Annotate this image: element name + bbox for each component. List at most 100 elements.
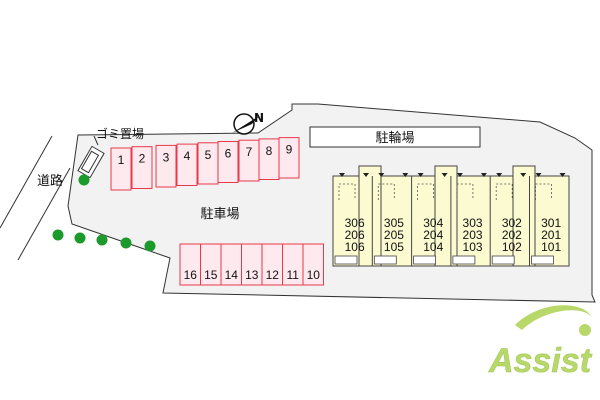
parking-space-outline xyxy=(110,147,132,191)
building-stair-core xyxy=(434,165,458,267)
room-number: 105 xyxy=(384,240,404,254)
parking-space-5: 5 xyxy=(197,142,219,185)
room-number: 205 xyxy=(384,228,404,242)
parking-space-outline xyxy=(217,141,239,183)
parking-space-number: 1 xyxy=(118,153,125,167)
bicycle-parking xyxy=(309,126,481,148)
parking-space-number: 16 xyxy=(184,268,198,282)
parking-label: 駐車場 xyxy=(200,207,239,222)
parking-space-number: 9 xyxy=(286,143,293,157)
road-edge-right xyxy=(17,167,71,261)
unit-door-swing xyxy=(377,183,395,200)
road-edge-left xyxy=(0,135,53,229)
unit-balcony xyxy=(491,255,515,265)
garbage-leader xyxy=(93,135,99,146)
parking-space-number: 10 xyxy=(307,268,321,282)
entrance-arrow-icon xyxy=(363,173,369,177)
unit-balcony xyxy=(373,255,397,265)
parking-space-3: 3 xyxy=(155,144,177,188)
tree-row xyxy=(52,174,156,252)
entrance-arrow-icon xyxy=(456,173,463,177)
parking-space-10: 10 xyxy=(302,243,324,286)
room-number: 301 xyxy=(541,216,561,230)
parking-space-number: 4 xyxy=(184,149,191,163)
tree-icon xyxy=(144,240,156,252)
parking-space-13: 13 xyxy=(241,243,263,286)
entrance-arrow-icon xyxy=(535,173,542,177)
unit-balcony xyxy=(413,255,437,265)
parking-space-7: 7 xyxy=(238,139,260,182)
parking-space-1: 1 xyxy=(110,147,132,191)
parking-space-9: 9 xyxy=(278,137,300,179)
parking-space-12: 12 xyxy=(261,243,283,286)
entrance-arrow-icon xyxy=(496,173,503,177)
unit-door-swing xyxy=(417,183,434,200)
room-number: 302 xyxy=(502,216,522,230)
unit-door-swing xyxy=(495,183,513,200)
room-number: 106 xyxy=(345,240,365,254)
tree-icon xyxy=(96,234,108,246)
room-number: 202 xyxy=(502,228,522,242)
room-number: 306 xyxy=(345,216,365,230)
bicycle-parking-label: 駐輪場 xyxy=(375,130,414,146)
entrance-arrow-icon xyxy=(339,173,345,177)
assist-logo-text: Assist xyxy=(488,342,593,380)
parking-space-number: 15 xyxy=(204,268,218,282)
tree-icon xyxy=(52,229,64,241)
parking-space-number: 3 xyxy=(163,150,170,164)
parking-space-number: 2 xyxy=(139,152,146,166)
tree-icon xyxy=(78,174,90,186)
entrance-arrow-icon xyxy=(417,173,424,177)
room-number: 203 xyxy=(463,228,483,242)
parking-space-number: 7 xyxy=(246,145,253,159)
room-number: 303 xyxy=(463,216,483,230)
garbage-area xyxy=(77,145,105,179)
parking-space-number: 8 xyxy=(266,144,273,158)
entrance-arrow-icon xyxy=(559,173,566,177)
room-number: 304 xyxy=(423,216,443,230)
room-number: 103 xyxy=(463,240,483,254)
parking-space-outline xyxy=(176,143,198,187)
room-number: 102 xyxy=(502,240,522,254)
unit-door-swing xyxy=(535,183,552,200)
unit-door-swing xyxy=(338,183,356,200)
parking-space-outline xyxy=(131,146,153,189)
tree-icon xyxy=(74,232,86,244)
compass-letter: N xyxy=(254,111,264,125)
room-number: 204 xyxy=(423,228,443,242)
parking-space-number: 6 xyxy=(225,147,232,161)
parking-space-4: 4 xyxy=(176,143,198,187)
compass-icon: N xyxy=(232,111,264,135)
parking-space-2: 2 xyxy=(131,146,153,189)
tree-icon xyxy=(120,237,132,249)
parking-space-15: 15 xyxy=(200,243,222,286)
parking-space-16: 16 xyxy=(179,243,201,286)
entrance-arrow-icon xyxy=(441,173,448,177)
unit-balcony xyxy=(452,255,476,265)
unit-balcony xyxy=(531,255,554,265)
room-number: 201 xyxy=(541,228,561,242)
parking-space-number: 12 xyxy=(266,268,280,282)
assist-logo: Assist xyxy=(488,305,593,380)
building-stair-core xyxy=(358,165,382,267)
room-number: 206 xyxy=(345,228,365,242)
entrance-arrow-icon xyxy=(520,173,527,177)
parking-space-outline xyxy=(278,137,300,179)
parking-space-number: 5 xyxy=(205,148,212,162)
apartment-building: 3062061063052051053042041043032031033022… xyxy=(332,165,570,267)
unit-balcony xyxy=(334,255,358,265)
room-number: 101 xyxy=(541,240,561,254)
room-number: 104 xyxy=(423,240,443,254)
parking-space-outline xyxy=(302,243,324,286)
parking-space-number: 14 xyxy=(225,268,239,282)
parking-space-number: 13 xyxy=(245,268,259,282)
entrance-arrow-icon xyxy=(378,173,385,177)
entrance-arrow-icon xyxy=(480,173,487,177)
